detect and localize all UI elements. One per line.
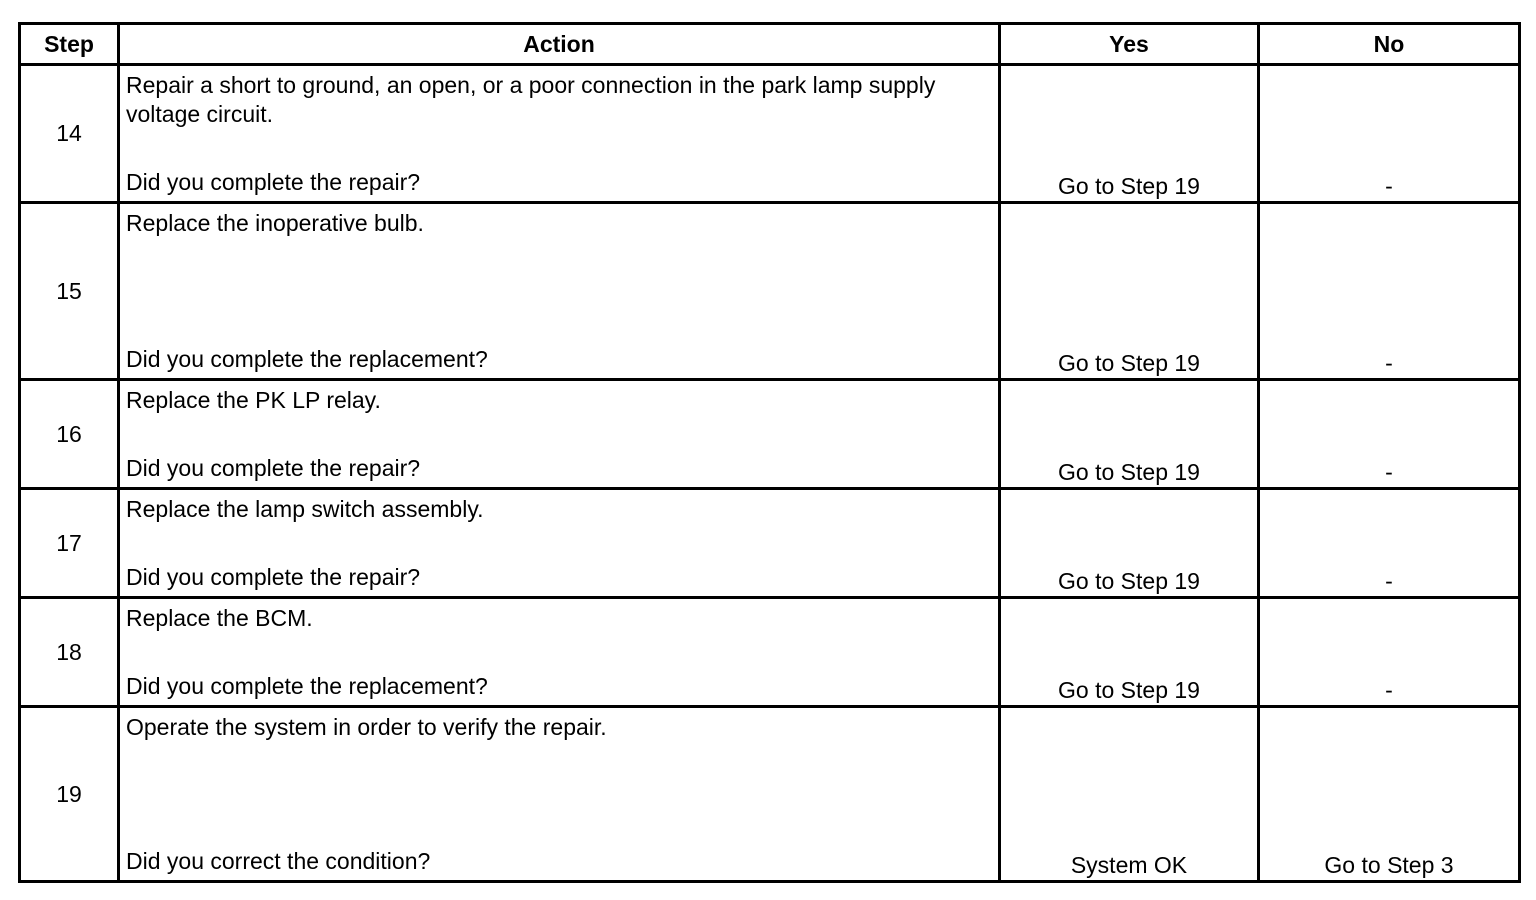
step-number: 15 [18, 201, 120, 381]
action-cell: Operate the system in order to verify th… [117, 705, 1001, 883]
yes-result: Go to Step 19 [998, 596, 1260, 708]
action-cell: Replace the inoperative bulb. Did you co… [117, 201, 1001, 381]
column-header-no: No [1257, 22, 1521, 66]
column-header-action: Action [117, 22, 1001, 66]
action-instruction: Replace the PK LP relay. [126, 387, 381, 413]
action-cell: Replace the lamp switch assembly. Did yo… [117, 487, 1001, 599]
yes-result: Go to Step 19 [998, 487, 1260, 599]
table-row: 18 Replace the BCM. Did you complete the… [18, 596, 1521, 708]
no-result: - [1257, 596, 1521, 708]
diagnostic-steps-table: Step Action Yes No 14 Repair a short to … [18, 22, 1521, 883]
action-instruction: Operate the system in order to verify th… [126, 714, 607, 740]
action-question: Did you correct the condition? [126, 848, 431, 874]
step-number: 18 [18, 596, 120, 708]
action-question: Did you complete the repair? [126, 169, 421, 195]
no-result: - [1257, 201, 1521, 381]
step-number: 17 [18, 487, 120, 599]
yes-result: System OK [998, 705, 1260, 883]
table-header-row: Step Action Yes No [18, 22, 1521, 66]
table-row: 17 Replace the lamp switch assembly. Did… [18, 487, 1521, 599]
action-instruction: Replace the lamp switch assembly. [126, 496, 484, 522]
yes-result: Go to Step 19 [998, 63, 1260, 204]
table-row: 15 Replace the inoperative bulb. Did you… [18, 201, 1521, 381]
action-instruction: Replace the BCM. [126, 605, 313, 631]
table-row: 16 Replace the PK LP relay. Did you comp… [18, 378, 1521, 490]
no-result: Go to Step 3 [1257, 705, 1521, 883]
no-result: - [1257, 63, 1521, 204]
step-number: 19 [18, 705, 120, 883]
step-number: 14 [18, 63, 120, 204]
table-row: 14 Repair a short to ground, an open, or… [18, 63, 1521, 204]
table-row: 19 Operate the system in order to verify… [18, 705, 1521, 883]
action-question: Did you complete the repair? [126, 455, 421, 481]
no-result: - [1257, 487, 1521, 599]
action-instruction: Replace the inoperative bulb. [126, 210, 424, 236]
column-header-yes: Yes [998, 22, 1260, 66]
action-instruction: Repair a short to ground, an open, or a … [126, 72, 936, 127]
step-number: 16 [18, 378, 120, 490]
action-cell: Replace the PK LP relay. Did you complet… [117, 378, 1001, 490]
action-cell: Repair a short to ground, an open, or a … [117, 63, 1001, 204]
yes-result: Go to Step 19 [998, 378, 1260, 490]
column-header-step: Step [18, 22, 120, 66]
action-question: Did you complete the repair? [126, 564, 421, 590]
action-question: Did you complete the replacement? [126, 346, 488, 372]
yes-result: Go to Step 19 [998, 201, 1260, 381]
action-cell: Replace the BCM. Did you complete the re… [117, 596, 1001, 708]
action-question: Did you complete the replacement? [126, 673, 488, 699]
no-result: - [1257, 378, 1521, 490]
